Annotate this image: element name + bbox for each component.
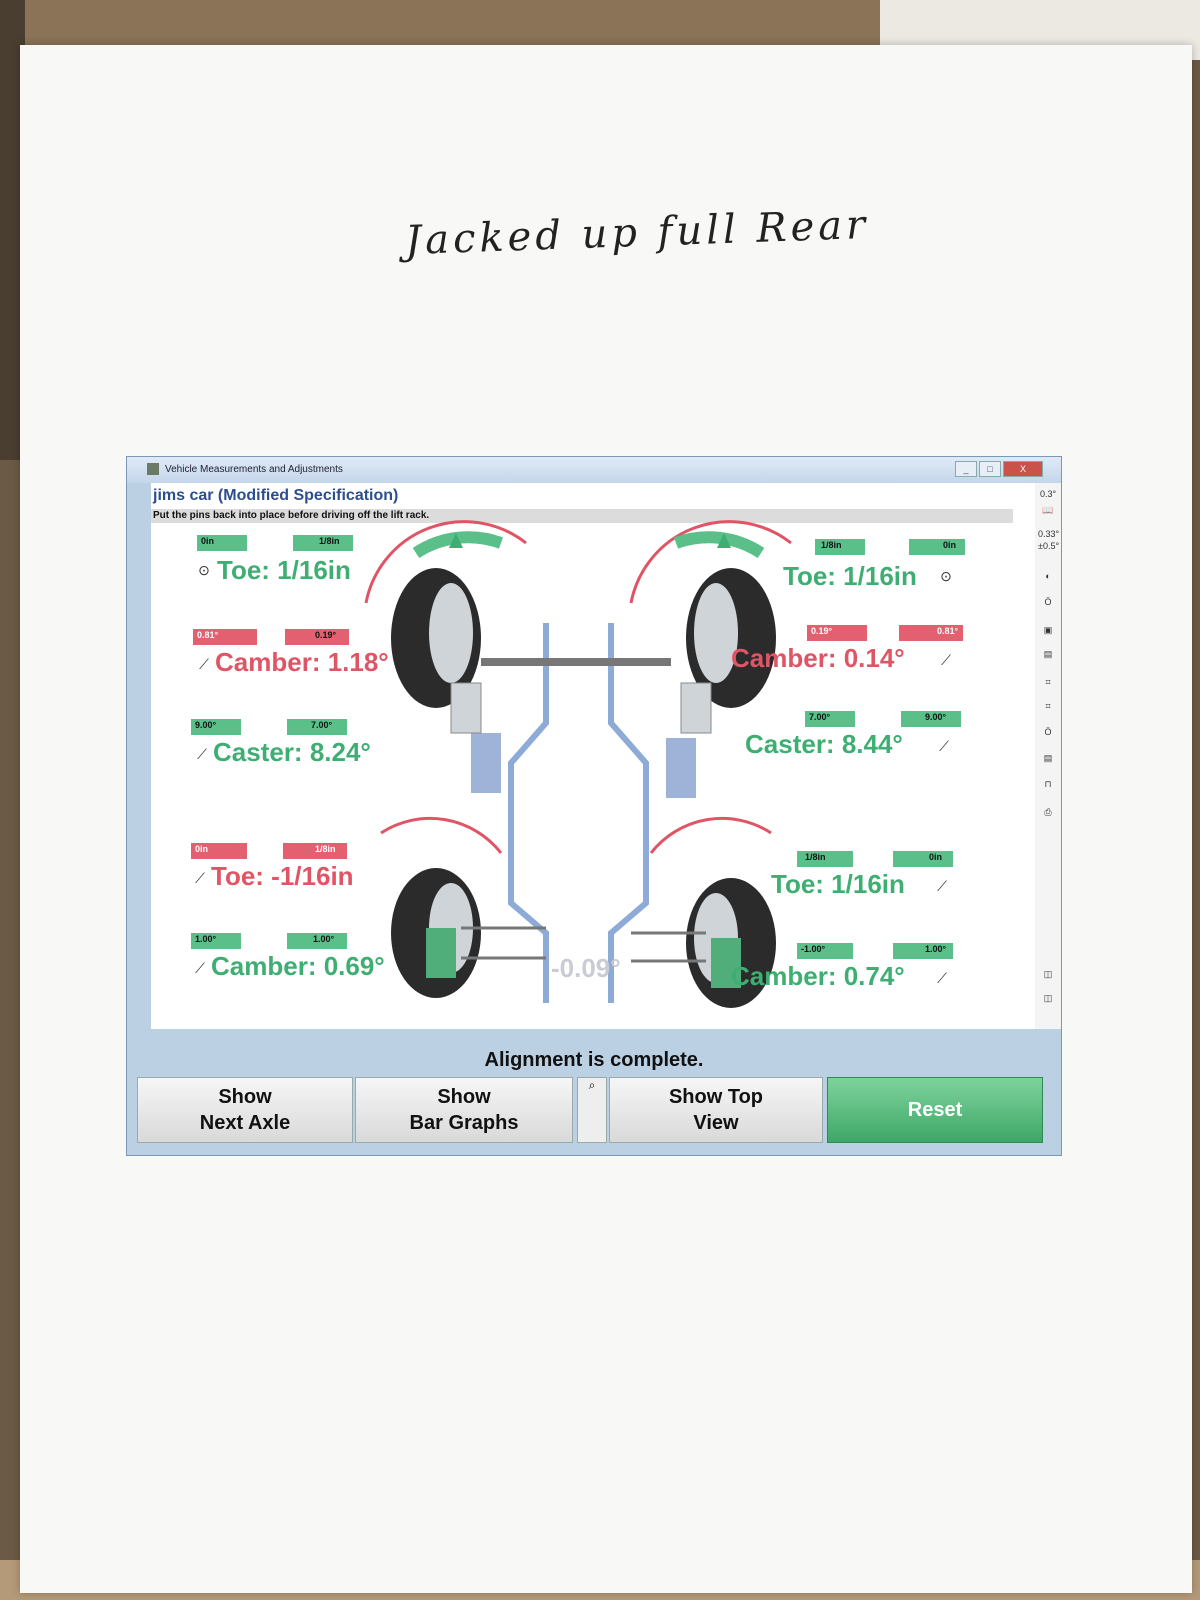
wrench-icon[interactable]: ⟋ xyxy=(195,960,205,976)
app-icon xyxy=(147,463,159,475)
spec-badge-icon[interactable]: ▤ xyxy=(1043,649,1053,659)
vehicle-title: jims car (Modified Specification) xyxy=(153,487,399,504)
measurement-area: jims car (Modified Specification) Put th… xyxy=(151,483,1035,1029)
front-right-arc-green xyxy=(673,531,765,559)
front-left-caster-value: Caster: 8.24° xyxy=(213,737,371,767)
front-right-caster-value: Caster: 8.44° xyxy=(745,729,903,759)
right-toolbar: 0.3° 📖 0.33° ±0.5° ◐ Ö ▣ ▤ ⌗ ⌗ Ö ▤ ⊓ ⎙ ◫… xyxy=(1035,483,1061,1029)
right-exhaust-pipe xyxy=(608,623,649,1003)
alignment-window: Vehicle Measurements and Adjustments _ □… xyxy=(126,456,1062,1156)
wrench-icon[interactable]: ⟋ xyxy=(939,738,949,754)
handwritten-note: Jacked up full Rear xyxy=(404,201,870,265)
front-left-sensor xyxy=(450,682,482,734)
rear-right-toe-value: Toe: 1/16in xyxy=(771,869,905,899)
spec-badge-icon-2[interactable]: ▤ xyxy=(1043,753,1053,763)
maximize-button[interactable]: □ xyxy=(979,461,1001,477)
axle-icon[interactable]: ⌗ xyxy=(1045,701,1051,711)
suspension-icon[interactable]: ⌗ xyxy=(1045,677,1051,687)
front-left-camber-value: Camber: 1.18° xyxy=(215,647,389,677)
zoom-icon[interactable]: ⌕ xyxy=(588,1078,596,1092)
spec-value-a: 0.33° xyxy=(1038,529,1060,539)
rear-left-camber-bar: 1.00° 1.00° xyxy=(191,933,347,949)
right-muffler xyxy=(666,738,696,798)
window-title: Vehicle Measurements and Adjustments xyxy=(165,464,343,475)
front-right-caster-arc xyxy=(629,520,792,604)
front-left-camber-bar: 0.81° 0.19° xyxy=(193,629,349,645)
wrench-icon[interactable]: ⟋ xyxy=(199,656,209,672)
spec-value-b: ±0.5° xyxy=(1038,541,1060,551)
front-right-toe-bar: 1/8in 0in xyxy=(815,539,965,555)
tire-icon[interactable]: ◐ xyxy=(1045,571,1051,581)
zoom-panel[interactable]: ⌕ xyxy=(577,1077,607,1143)
print-icon[interactable]: ⎙ xyxy=(1044,807,1052,817)
rear-right-arc xyxy=(649,816,772,854)
front-right-camber-bar: 0.19° 0.81° xyxy=(807,625,963,641)
front-right-camber-value: Camber: 0.14° xyxy=(731,643,905,673)
front-left-toe-bar: 0in 1/8in xyxy=(197,535,353,551)
rear-right-camber-value: Camber: 0.74° xyxy=(731,961,905,991)
rear-right-camber-bar: -1.00° 1.00° xyxy=(797,943,953,959)
front-right-caster-bar: 7.00° 9.00° xyxy=(805,711,961,727)
book-icon[interactable]: 📖 xyxy=(1042,505,1054,515)
front-left-rim xyxy=(429,583,473,683)
rear-right-target xyxy=(711,938,741,988)
close-button[interactable]: X xyxy=(1003,461,1043,477)
steering-icon[interactable]: ⊙ xyxy=(940,568,952,584)
title-bar: Vehicle Measurements and Adjustments _ □… xyxy=(127,457,1061,483)
reset-button[interactable]: Reset xyxy=(827,1077,1043,1143)
front-left-indicator xyxy=(449,533,463,548)
drive-icon[interactable]: Ö xyxy=(1044,727,1052,737)
rear-right-toe-bar: 1/8in 0in xyxy=(797,851,953,867)
lift-icon[interactable]: ⊓ xyxy=(1044,779,1052,789)
rear-left-arc xyxy=(380,816,503,854)
front-right-indicator xyxy=(717,533,731,548)
wrench-icon[interactable]: ⟋ xyxy=(937,970,947,986)
front-right-sensor xyxy=(680,682,712,734)
left-exhaust-pipe xyxy=(508,623,549,1003)
front-right-rim xyxy=(694,583,738,683)
front-left-caster-bar: 9.00° 7.00° xyxy=(191,719,347,735)
vehicle-diagram xyxy=(364,520,792,1008)
wrench-icon[interactable]: ⟋ xyxy=(941,652,951,668)
vehicle-layout-icon[interactable]: ◫ xyxy=(1043,969,1053,979)
front-left-toe-value: Toe: 1/16in xyxy=(217,555,351,585)
rear-left-toe-value: Toe: -1/16in xyxy=(211,861,354,891)
front-axle xyxy=(481,658,671,666)
rear-left-camber-value: Camber: 0.69° xyxy=(211,951,385,981)
wrench-icon[interactable]: ⟋ xyxy=(197,746,207,762)
steering-icon[interactable]: ⊙ xyxy=(198,562,210,578)
rear-left-target xyxy=(426,928,456,978)
steering-wheel-icon[interactable]: Ö xyxy=(1044,597,1052,607)
left-muffler xyxy=(471,733,501,793)
front-right-toe-value: Toe: 1/16in xyxy=(783,561,917,591)
minimize-button[interactable]: _ xyxy=(955,461,977,477)
window-controls: _ □ X xyxy=(955,461,1043,477)
instruction-bar: Put the pins back into place before driv… xyxy=(151,509,1013,523)
rear-left-toe-bar: 0in 1/8in xyxy=(191,843,347,859)
wrench-icon[interactable]: ⟋ xyxy=(195,870,205,886)
status-message: Alignment is complete. xyxy=(484,1049,704,1071)
monitor-icon[interactable]: ▣ xyxy=(1043,625,1053,635)
front-left-caster-arc xyxy=(364,520,527,604)
thrust-angle-value: -0.09° xyxy=(551,953,621,983)
spec-top-label: 0.3° xyxy=(1039,489,1057,499)
axle-layout-icon[interactable]: ◫ xyxy=(1043,993,1053,1003)
wrench-icon[interactable]: ⟋ xyxy=(937,878,947,894)
